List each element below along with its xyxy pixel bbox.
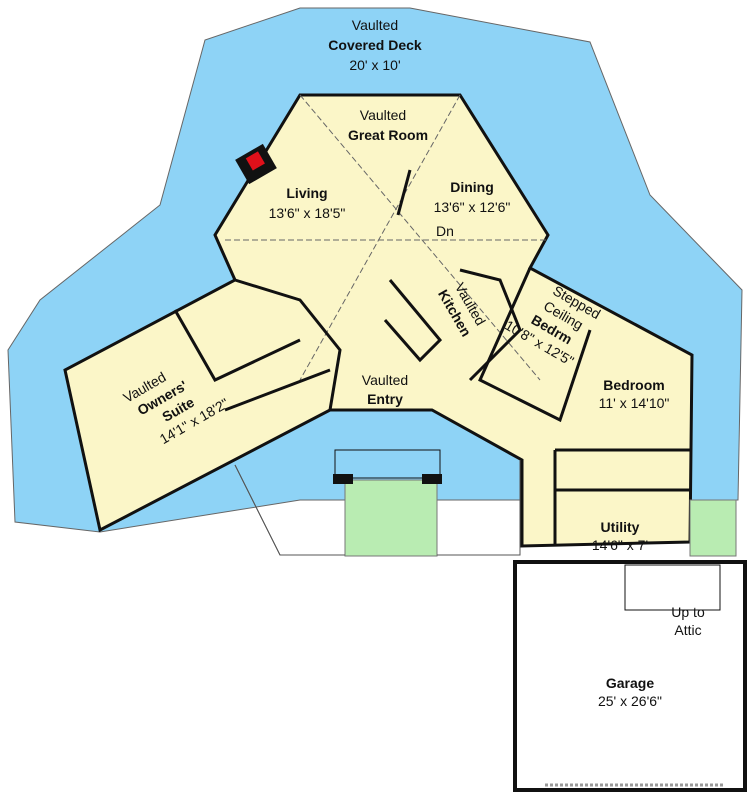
great-room-label-1: Vaulted <box>360 107 406 123</box>
attic-stairs <box>624 564 721 611</box>
utility-size: 14'6" x 7' <box>592 537 648 553</box>
entry-porch <box>334 449 441 479</box>
garage-name: Garage <box>606 675 654 691</box>
attic-label-1: Up to <box>671 604 705 620</box>
living-name: Living <box>286 185 327 201</box>
garage-size: 25' x 26'6" <box>598 693 662 709</box>
attic-label-2: Attic <box>674 622 701 638</box>
entry-courtyard <box>344 479 438 557</box>
deck-size: 20' x 10' <box>349 57 400 73</box>
side-patio <box>689 499 737 557</box>
entry-label-1: Vaulted <box>362 372 408 388</box>
great-room-name: Great Room <box>348 127 428 143</box>
bedroom-name: Bedroom <box>603 377 664 393</box>
entry-name: Entry <box>367 391 403 407</box>
fireplace-hearth <box>245 151 265 171</box>
deck-label-1: Vaulted <box>352 17 398 33</box>
walkway-edge <box>234 464 345 556</box>
bedroom-size: 11' x 14'10" <box>599 395 670 411</box>
stairs-label: Dn <box>436 223 454 239</box>
deck-name: Covered Deck <box>328 37 422 53</box>
walkway-edge-right <box>437 460 521 556</box>
utility-name: Utility <box>601 519 640 535</box>
dining-size: 13'6" x 12'6" <box>434 199 511 215</box>
interior-walls <box>173 169 690 545</box>
living-size: 13'6" x 18'5" <box>269 205 346 221</box>
stair-block-right <box>422 474 442 484</box>
stair-block-left <box>333 474 353 484</box>
living-floor-area <box>63 93 694 548</box>
dining-name: Dining <box>450 179 494 195</box>
